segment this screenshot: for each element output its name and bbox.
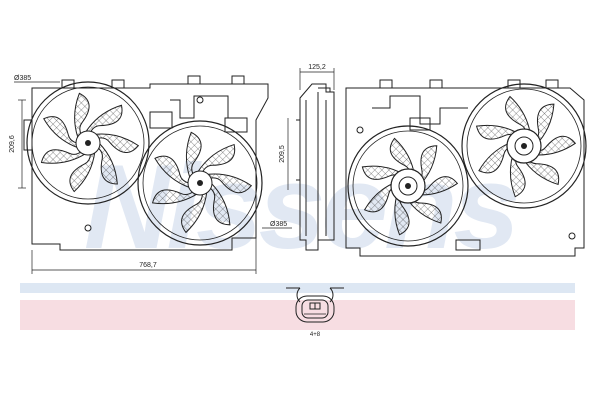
fan-blade [154, 155, 191, 189]
front-wiring [170, 95, 229, 119]
fan-blade [93, 133, 140, 153]
rear-top-tabs [379, 79, 559, 88]
fan-blade [97, 141, 118, 185]
rear-connector-box [409, 117, 431, 131]
fan-blade [40, 149, 87, 164]
front-mount-hole [196, 96, 204, 104]
front-mount-hole [84, 224, 92, 232]
side-brackets [296, 87, 331, 181]
front-fan-right [137, 120, 263, 246]
connector-leads [286, 287, 344, 303]
fan-blade [84, 104, 123, 133]
connector-detail [286, 287, 344, 323]
fan-blade [69, 150, 96, 193]
rear-mount-hole [356, 126, 364, 134]
fan-blade [181, 190, 208, 234]
side-profile [299, 83, 335, 251]
dim-fan-diameter-top: Ø385 [14, 75, 31, 82]
dim-left-height: 209,6 [9, 135, 16, 153]
side-inner [305, 92, 327, 240]
fan-blades [361, 137, 459, 236]
dim-depth: 125,2 [308, 64, 326, 71]
side-view [296, 68, 335, 251]
front-fan-left [26, 81, 150, 205]
rear-wiring [372, 95, 468, 125]
dim-overall-width: 768,7 [139, 262, 157, 269]
dim-fan-diameter-bottom: Ø385 [270, 221, 287, 228]
fan-blades [151, 131, 253, 234]
rear-view [345, 79, 585, 257]
fan-blade [205, 173, 253, 194]
fan-blade [151, 189, 199, 205]
front-resistor-box [149, 111, 173, 129]
front-top-tabs [61, 75, 245, 88]
rear-mount-hole [568, 232, 576, 240]
fan-blade [196, 143, 236, 173]
fan-blade [43, 116, 79, 149]
front-dimension-lines [14, 81, 292, 274]
fan-blade [209, 182, 231, 226]
front-left-tab [23, 119, 32, 151]
connector-inner [301, 299, 329, 319]
rear-fan-left [347, 125, 469, 247]
watermark-text: Nissens [84, 140, 517, 274]
connector-body [295, 295, 335, 323]
front-view [23, 75, 269, 251]
rear-mount-plate [455, 239, 481, 251]
fan-blade [185, 131, 202, 180]
rear-fan-right [461, 83, 587, 209]
dim-mid-height: 209,5 [279, 145, 286, 163]
fan-blades [40, 92, 140, 193]
pink-band [20, 300, 575, 330]
connector-code: 4+8 [310, 332, 321, 338]
front-shroud-outline [31, 83, 269, 251]
rear-shroud-outline [345, 87, 585, 257]
front-connector-box [224, 117, 248, 133]
fan-blade [74, 92, 90, 140]
